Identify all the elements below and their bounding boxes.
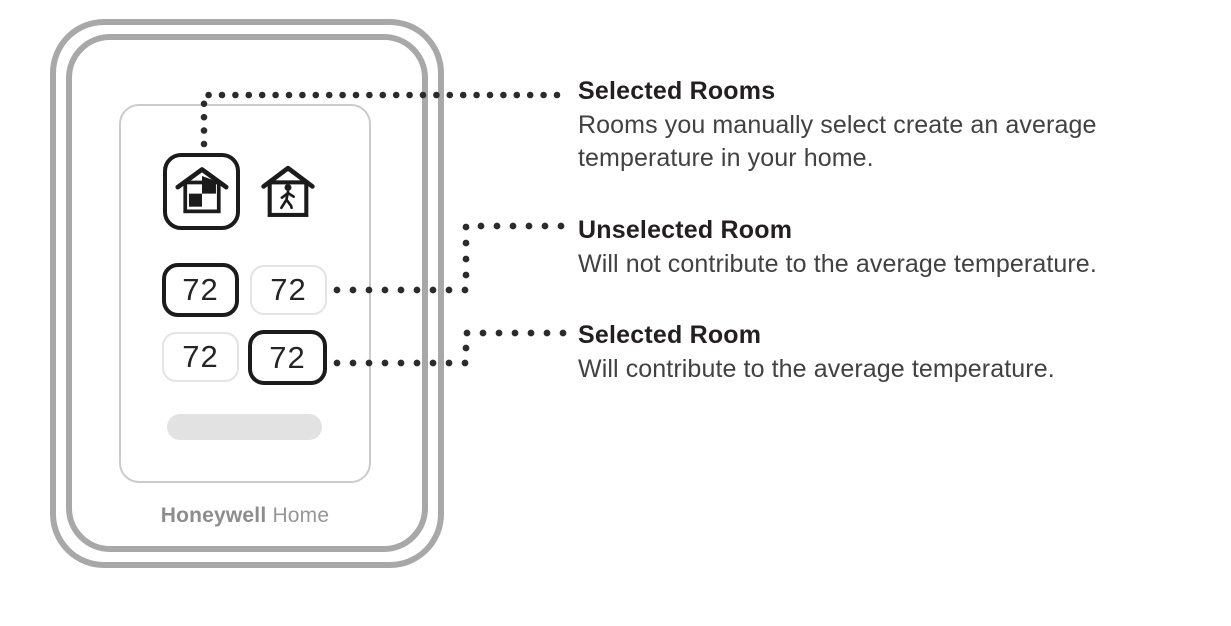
annotation-title: Unselected Room xyxy=(578,216,793,244)
annotation-selected-room: Selected Room Will contribute to the ave… xyxy=(578,320,1228,386)
room-temp: 72 xyxy=(182,339,219,374)
brand-logo: Honeywell Home xyxy=(119,504,371,528)
annotation-selected-rooms: Selected Rooms Rooms you manually select… xyxy=(578,76,1228,175)
annotation-body: Will not contribute to the average tempe… xyxy=(578,250,1097,278)
room-temp: 72 xyxy=(269,339,306,375)
room-tile-selected-2: 72 xyxy=(248,330,327,385)
home-pill-button xyxy=(167,414,322,440)
room-tile-selected-1: 72 xyxy=(162,263,239,317)
room-temp: 72 xyxy=(182,272,219,307)
selected-rooms-mode-button xyxy=(163,153,240,230)
occupancy-person-house-icon xyxy=(260,161,316,224)
annotation-title: Selected Rooms xyxy=(578,77,776,105)
annotation-body: Will contribute to the average temperatu… xyxy=(578,355,1055,383)
thermostat-screen xyxy=(119,104,371,483)
room-tile-unselected-1: 72 xyxy=(250,265,327,315)
brand-logo-bold: Honeywell xyxy=(160,504,267,527)
annotation-title: Selected Room xyxy=(578,321,762,349)
occupancy-mode-area xyxy=(259,163,317,222)
annotation-unselected-room: Unselected Room Will not contribute to t… xyxy=(578,215,1228,281)
room-temp: 72 xyxy=(270,272,307,307)
annotation-body: Rooms you manually select create an aver… xyxy=(578,111,1097,172)
selected-rooms-house-icon xyxy=(173,162,231,221)
room-tile-unselected-2: 72 xyxy=(162,332,239,382)
brand-logo-light: Home xyxy=(272,504,330,527)
